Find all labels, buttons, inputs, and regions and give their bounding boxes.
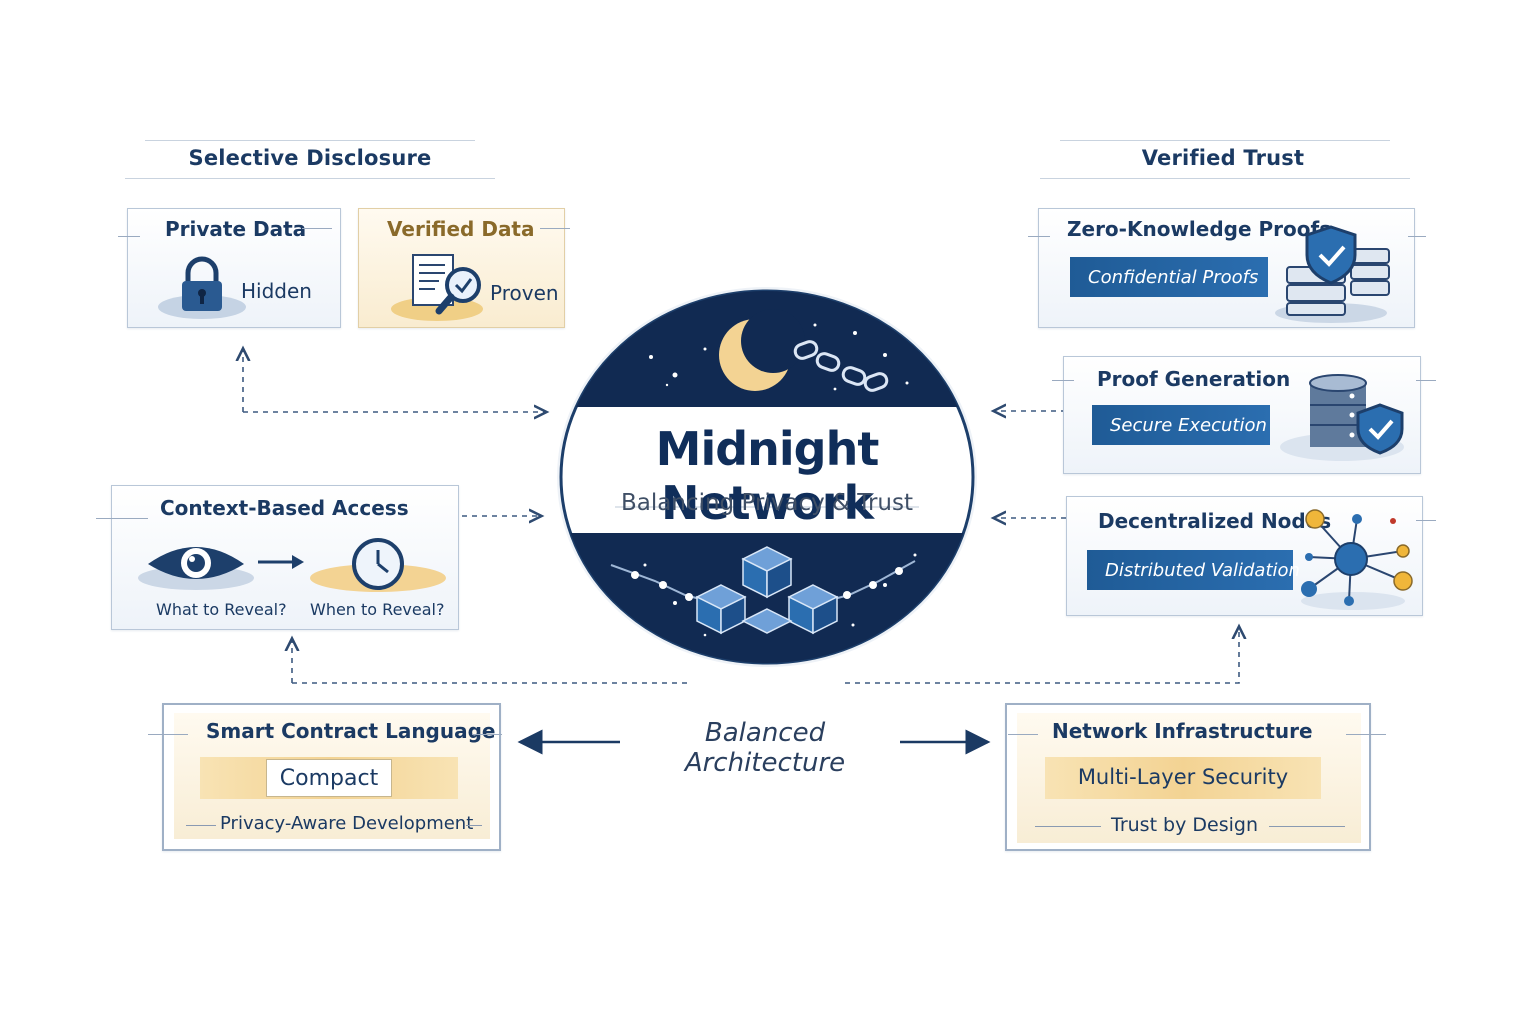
private-data-card: Private Data Hidden xyxy=(127,208,341,328)
clock-icon xyxy=(310,538,446,592)
padlock-icon xyxy=(158,256,246,319)
context-left-label: What to Reveal? xyxy=(156,600,287,619)
center-emblem xyxy=(557,287,977,667)
title-rule xyxy=(148,734,188,735)
title-rule xyxy=(1416,380,1436,381)
proof-generation-card: Proof Generation Secure Execution xyxy=(1063,356,1421,474)
section-rule xyxy=(145,140,475,141)
decentralized-nodes-card: Decentralized Nodes Distributed Validati… xyxy=(1066,496,1423,616)
card-title: Smart Contract Language xyxy=(206,719,496,743)
title-rule xyxy=(1346,734,1386,735)
network-infra-band-label: Multi-Layer Security xyxy=(1077,765,1289,789)
eye-icon xyxy=(138,547,254,590)
balanced-architecture-label: Balanced Architecture xyxy=(684,718,846,778)
moon-chain-icon xyxy=(719,309,889,392)
card-title: Private Data xyxy=(165,217,307,241)
title-rule xyxy=(540,228,570,229)
section-title-selective-disclosure: Selective Disclosure xyxy=(188,146,432,170)
card-title: Verified Data xyxy=(387,217,535,241)
title-rule xyxy=(472,734,502,735)
network-infra-footer: Trust by Design xyxy=(1111,814,1258,836)
section-title-verified-trust: Verified Trust xyxy=(1141,146,1305,170)
zk-proofs-band: Confidential Proofs xyxy=(1070,257,1268,297)
network-infra-card: Network Infrastructure Multi-Layer Secur… xyxy=(1005,703,1371,851)
context-right-label: When to Reveal? xyxy=(310,600,445,619)
center-subtitle: Balancing Privacy & Trust xyxy=(621,490,913,516)
arrow-icon xyxy=(258,555,304,569)
footer-rule xyxy=(186,825,216,826)
zk-proofs-card: Zero-Knowledge Proofs Confidential Proof… xyxy=(1038,208,1415,328)
section-rule xyxy=(1040,178,1410,179)
verified-data-label: Proven xyxy=(490,281,559,305)
title-rule xyxy=(1416,520,1436,521)
document-magnifier-icon xyxy=(391,254,483,321)
title-rule xyxy=(1408,236,1426,237)
card-title: Decentralized Nodes xyxy=(1098,509,1332,533)
section-rule xyxy=(125,178,495,179)
title-rule xyxy=(96,518,148,519)
footer-rule xyxy=(1269,826,1345,827)
title-rule xyxy=(1008,734,1038,735)
network-nodes-icon xyxy=(1301,509,1413,610)
title-rule xyxy=(1028,236,1050,237)
verified-data-card: Verified Data Proven xyxy=(358,208,565,328)
compact-pill: Compact xyxy=(266,759,392,797)
database-shield-icon xyxy=(1280,374,1404,461)
title-rule xyxy=(1052,380,1074,381)
card-title: Zero-Knowledge Proofs xyxy=(1067,217,1332,241)
proof-generation-band: Secure Execution xyxy=(1092,405,1270,445)
center-title: Midnight Network xyxy=(655,422,880,530)
private-data-label: Hidden xyxy=(241,279,312,303)
smart-contract-footer: Privacy-Aware Development xyxy=(220,813,474,834)
card-title: Context-Based Access xyxy=(160,496,409,520)
smart-contract-card: Smart Contract Language Compact Privacy-… xyxy=(162,703,501,851)
footer-rule xyxy=(1035,826,1101,827)
title-rule xyxy=(118,236,140,237)
network-infra-band xyxy=(1045,757,1321,799)
title-rule xyxy=(302,228,332,229)
shield-server-icon xyxy=(1275,225,1390,323)
footer-rule xyxy=(466,825,482,826)
card-title: Proof Generation xyxy=(1097,367,1291,391)
card-title: Network Infrastructure xyxy=(1052,719,1313,743)
context-access-card: Context-Based Access What to Reveal? Whe… xyxy=(111,485,459,630)
decentralized-nodes-band: Distributed Validation xyxy=(1087,550,1300,590)
section-rule xyxy=(1060,140,1390,141)
cube-network-icon xyxy=(610,546,916,635)
